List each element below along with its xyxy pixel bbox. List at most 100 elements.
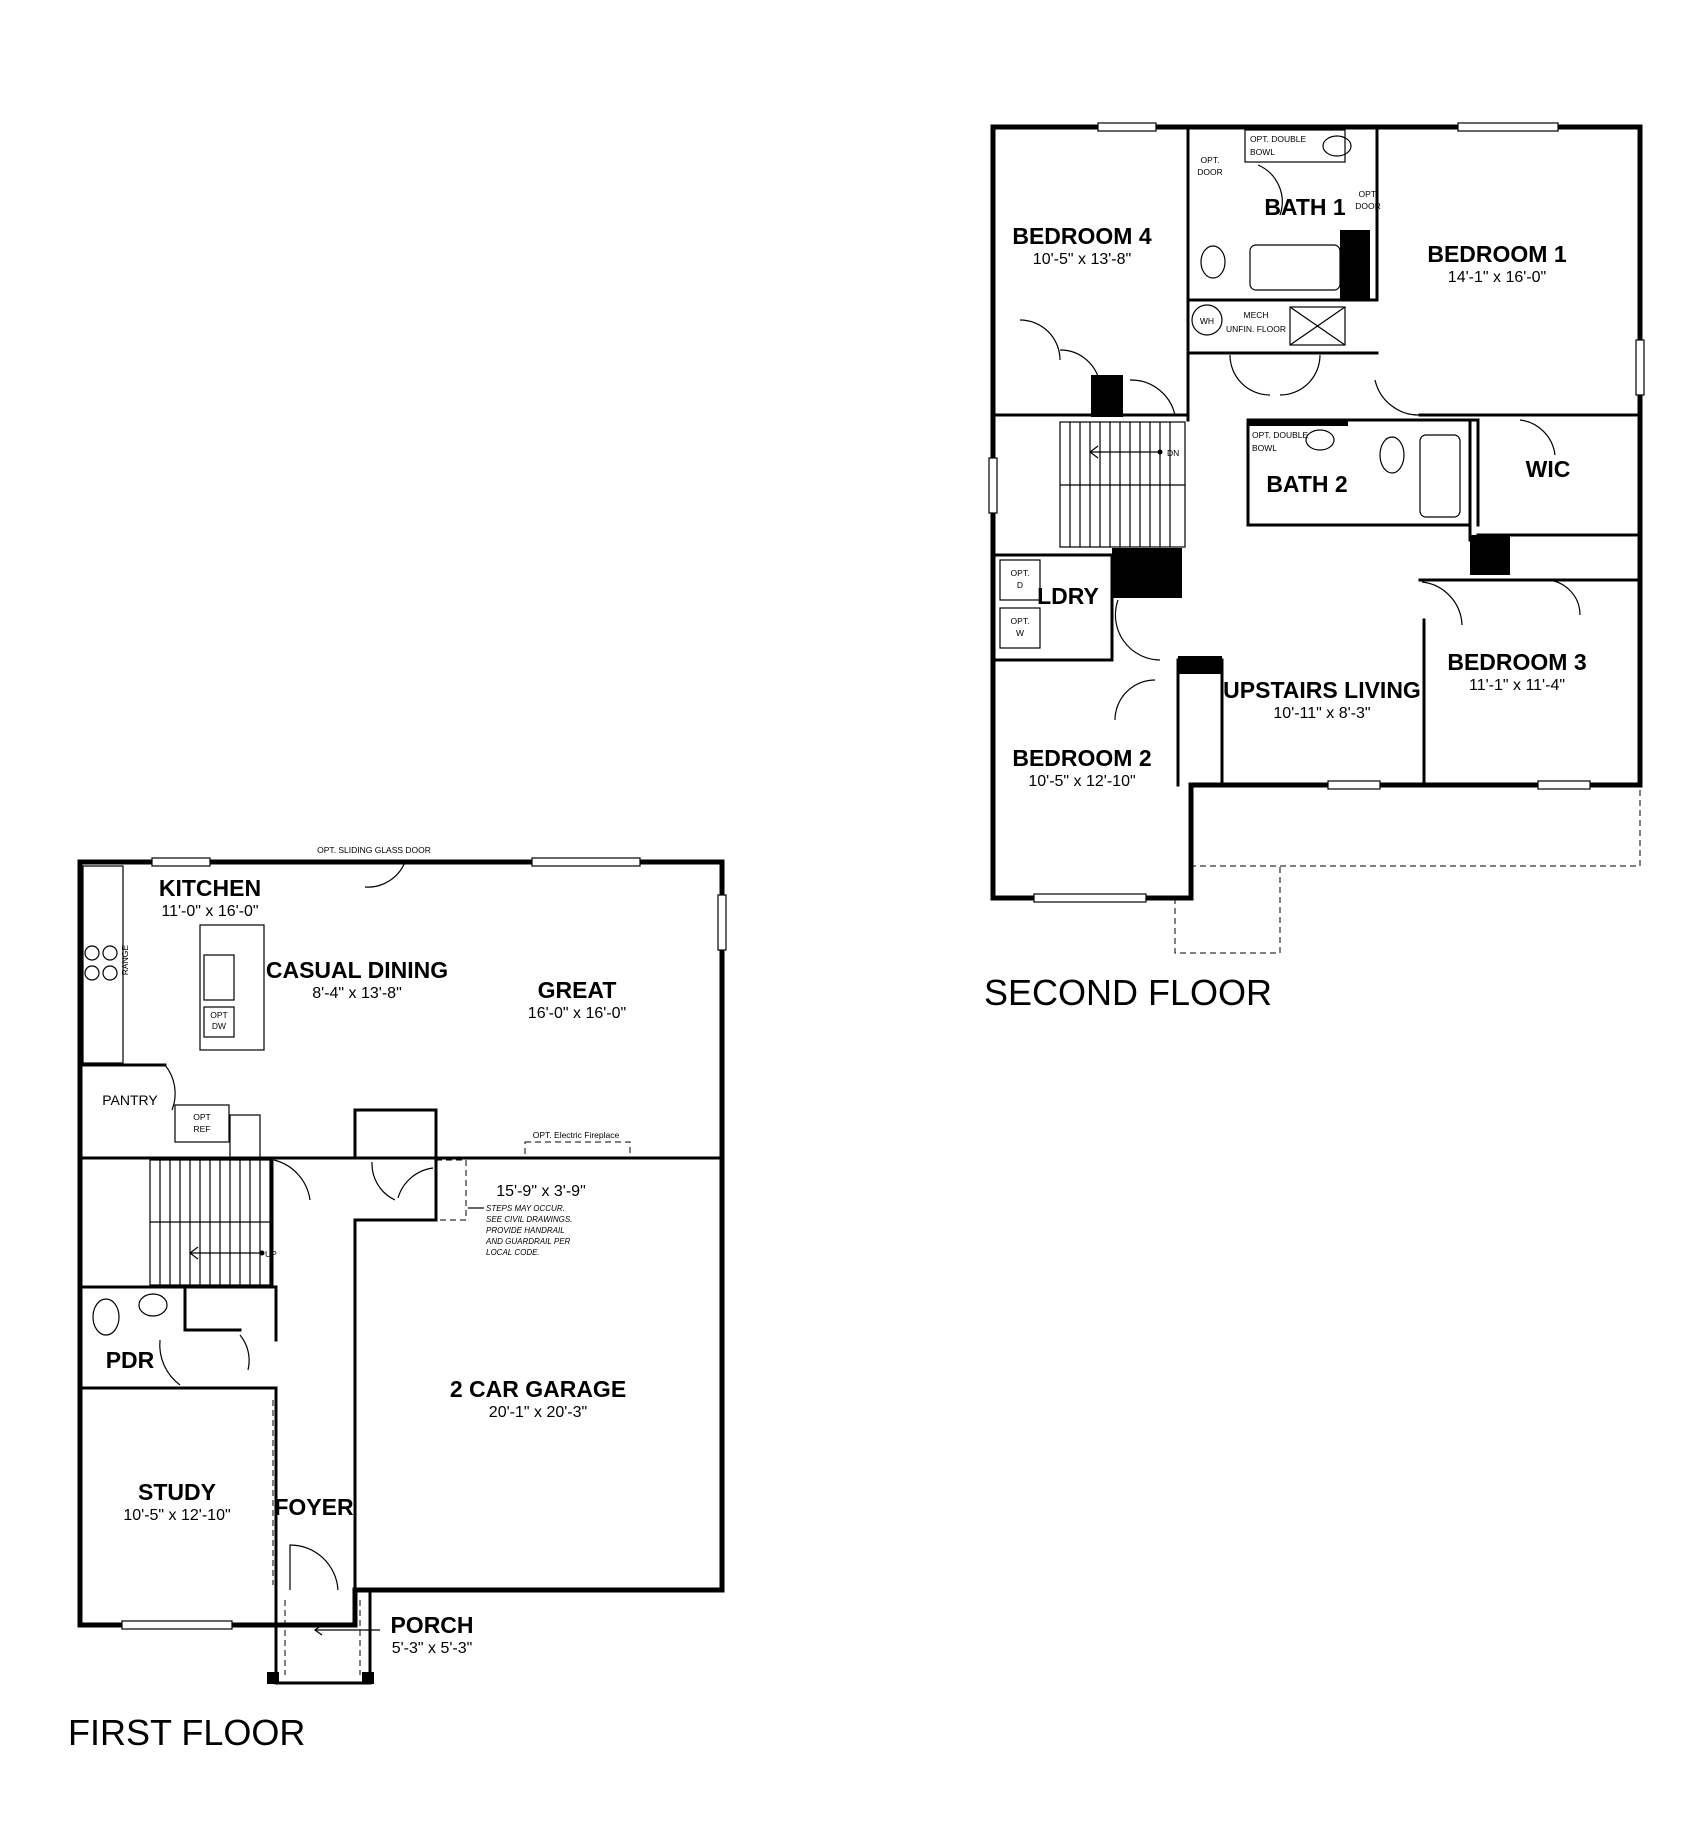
wall-block (1340, 230, 1370, 300)
washer (999, 607, 1041, 649)
room-dim-garage: 20'-1" x 20'-3" (489, 1404, 587, 1421)
room-dim-casual-dining: 8'-4" x 13'-8" (312, 985, 402, 1002)
steps-note-line: AND GUARDRAIL PER (485, 1237, 571, 1246)
label-mech: MECH (1243, 310, 1268, 320)
window (988, 457, 998, 514)
room-name-kitchen: KITCHEN (159, 875, 261, 901)
label-opt-door: DOOR (1197, 167, 1223, 177)
range-burner (102, 945, 118, 961)
label-up: UP (265, 1249, 277, 1259)
room-dim-bedroom4: 10'-5" x 13'-8" (1033, 251, 1131, 268)
label-opt-door: OPT. (1359, 189, 1378, 199)
window (1457, 122, 1559, 132)
room-name-ldry: LDRY (1037, 583, 1099, 609)
roof-outline (1190, 785, 1641, 867)
refrigerator (174, 1104, 230, 1143)
double-bowl-bath1 (1244, 129, 1346, 163)
window (531, 857, 641, 867)
wall-block (1178, 656, 1222, 674)
dishwasher (203, 1006, 235, 1038)
label-opt-door: OPT. (1201, 155, 1220, 165)
wall-block (1248, 420, 1348, 426)
room-name-upstairs-living: UPSTAIRS LIVING (1223, 677, 1421, 703)
room-name-bedroom3: BEDROOM 3 (1447, 649, 1586, 675)
label-opt-door: DOOR (1355, 201, 1381, 211)
garage-step-dim: 15'-9" x 3'-9" (496, 1183, 586, 1200)
door-swing (1114, 679, 1156, 721)
kitchen-sink (203, 954, 235, 1001)
wall-block (1091, 375, 1123, 417)
sink-bath2 (1305, 429, 1335, 451)
door-swing (1229, 354, 1271, 396)
window (1537, 780, 1591, 790)
door-swing (397, 1167, 434, 1199)
electric-fireplace (524, 1141, 631, 1159)
window (1033, 893, 1147, 903)
mech-hatch (1289, 306, 1346, 346)
window (717, 894, 727, 951)
room-name-great: GREAT (538, 977, 617, 1003)
dryer (999, 559, 1041, 601)
door-swing (1019, 319, 1061, 361)
room-name-porch: PORCH (390, 1612, 473, 1638)
steps-note-line: STEPS MAY OCCUR. (486, 1204, 565, 1213)
room-name-pantry: PANTRY (102, 1092, 158, 1108)
room-dim-upstairs-living: 10'-11" x 8'-3" (1273, 705, 1370, 722)
door-swing (1114, 599, 1161, 661)
porch-column (267, 1672, 279, 1684)
label-opt-w: W (1016, 628, 1024, 638)
room-name-study: STUDY (138, 1479, 216, 1505)
window (1635, 339, 1645, 396)
room-dim-porch: 5'-3" x 5'-3" (392, 1640, 473, 1657)
room-dim-kitchen: 11'-0" x 16'-0" (161, 903, 258, 920)
window (151, 857, 211, 867)
door-swing (164, 1064, 176, 1111)
range-burner (102, 965, 118, 981)
label-opt-d: D (1017, 580, 1023, 590)
room-name-pdr: PDR (106, 1347, 155, 1373)
label-bowl: BOWL (1252, 443, 1277, 453)
door-swing (159, 1339, 181, 1386)
water-heater (1191, 304, 1223, 336)
label-opt-double: OPT. DOUBLE (1252, 430, 1309, 440)
label-unfin-floor: UNFIN. FLOOR (1226, 324, 1286, 334)
first-floor-plan: KITCHEN 11'-0" x 16'-0" CASUAL DINING 8'… (68, 845, 727, 1753)
range-burner (84, 945, 100, 961)
stairs-second (1059, 421, 1186, 548)
sink-bath1 (1322, 135, 1352, 157)
sink-pdr (138, 1293, 168, 1317)
door-swing (239, 1334, 250, 1371)
label-range: RANGE (120, 945, 130, 976)
room-name-foyer: FOYER (274, 1494, 354, 1520)
label-opt-w: OPT. (1011, 616, 1030, 626)
steps-note-line: LOCAL CODE. (486, 1248, 540, 1257)
room-name-casual-dining: CASUAL DINING (266, 957, 448, 983)
door-swing (371, 1161, 396, 1201)
label-opt-dw: OPT (210, 1010, 227, 1020)
porch-column (362, 1672, 374, 1684)
room-dim-bedroom3: 11'-1" x 11'-4" (1469, 677, 1565, 694)
label-wh: WH (1200, 316, 1214, 326)
label-bowl: BOWL (1250, 147, 1275, 157)
window (121, 1620, 233, 1630)
steps-note: STEPS MAY OCCUR. SEE CIVIL DRAWINGS. PRO… (468, 1204, 572, 1257)
door-swing (1421, 581, 1463, 626)
door-swing (364, 861, 406, 888)
label-opt-dw: DW (212, 1021, 226, 1031)
door-swing (273, 1159, 311, 1201)
toilet-2 (1379, 436, 1405, 474)
door-swing (1279, 354, 1321, 396)
bathtub-2 (1419, 434, 1461, 518)
room-dim-great: 16'-0" x 16'-0" (528, 1005, 626, 1022)
label-dn: DN (1167, 448, 1179, 458)
wall-block (1470, 535, 1510, 575)
closet-wall (353, 1108, 438, 1222)
steps-note-line: PROVIDE HANDRAIL (486, 1226, 565, 1235)
label-sliding-door: OPT. SLIDING GLASS DOOR (317, 845, 431, 855)
porch-roof-outline (1174, 866, 1281, 954)
door-swing (1059, 349, 1101, 386)
label-opt-ref: REF (194, 1124, 211, 1134)
room-dim-study: 10'-5" x 12'-10" (123, 1507, 230, 1524)
room-name-wic: WIC (1526, 456, 1571, 482)
room-name-bedroom1: BEDROOM 1 (1427, 241, 1567, 267)
